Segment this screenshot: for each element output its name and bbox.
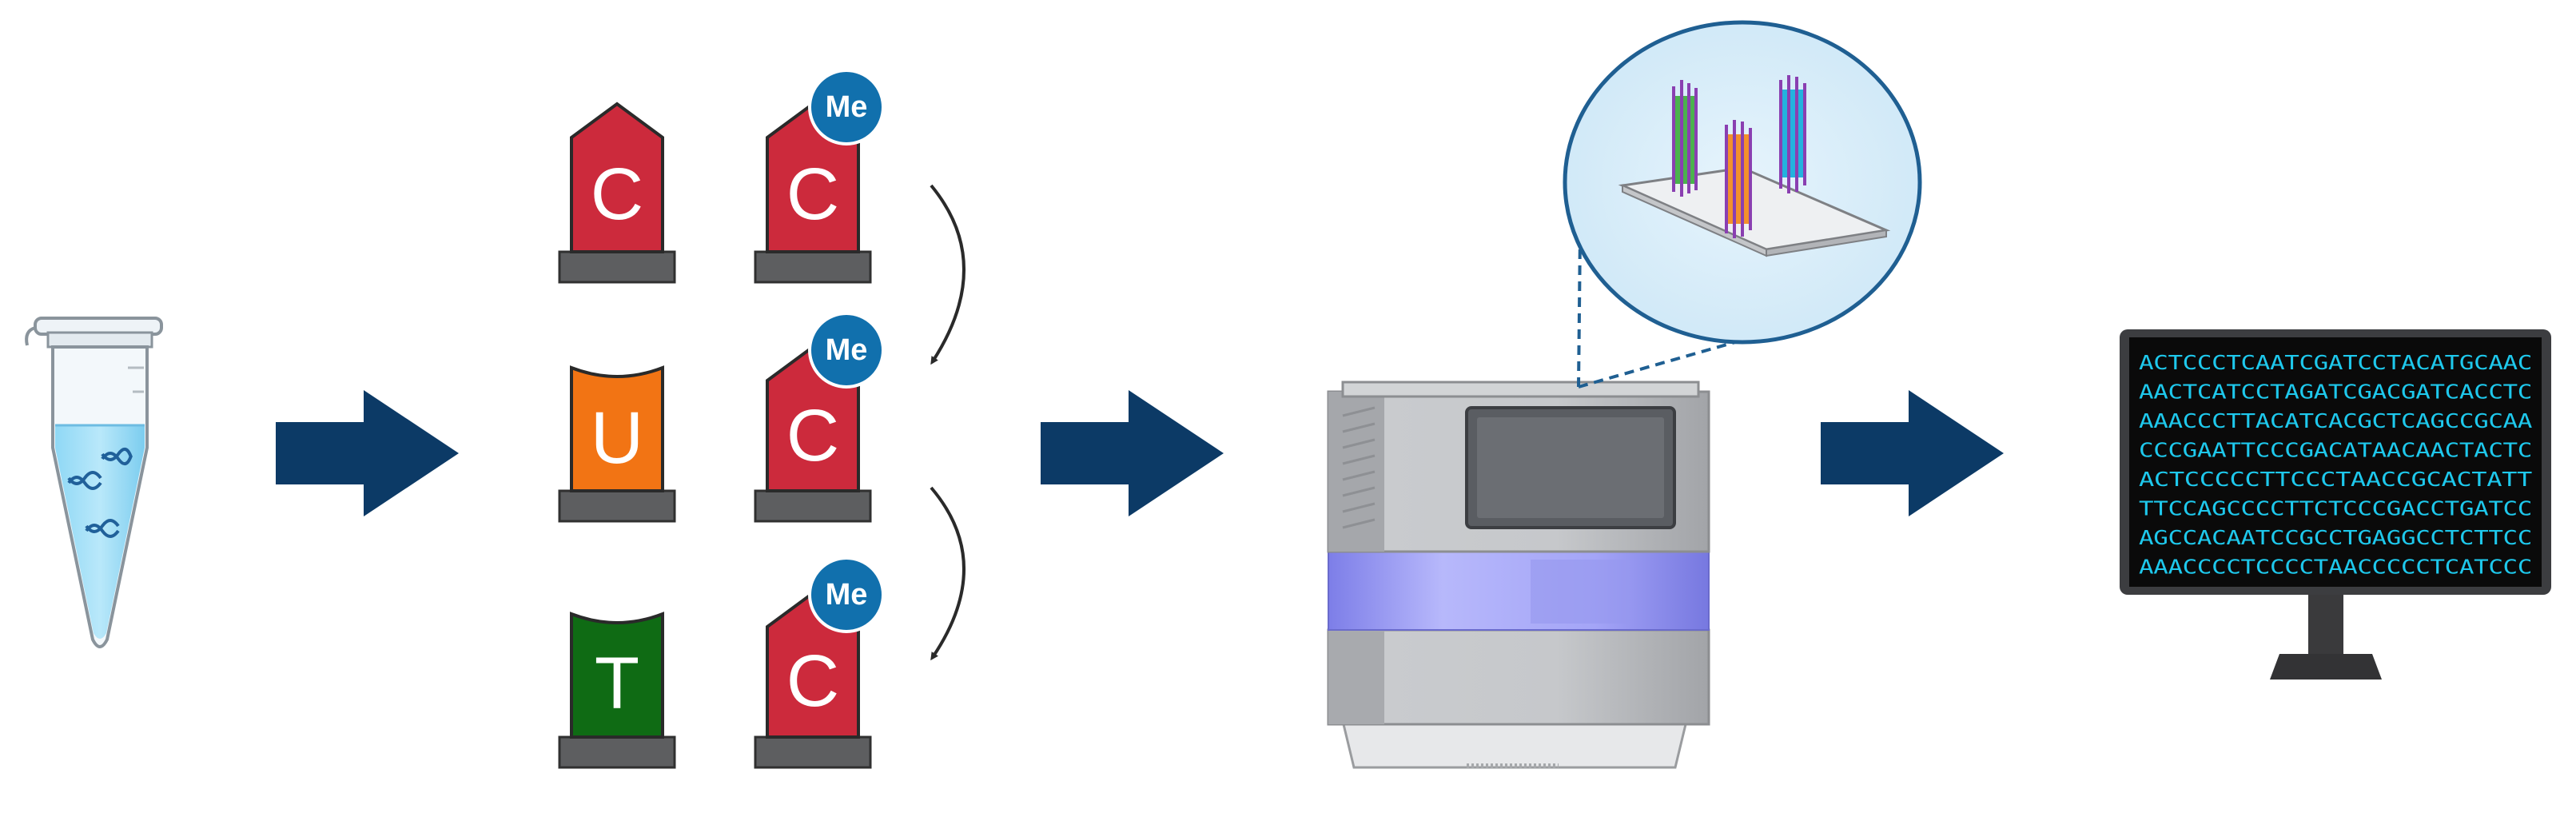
process-arrow-icon [1041,390,1224,516]
dna-cluster-green [1672,80,1698,197]
nucleotide-letter: T [595,643,639,724]
microtube-icon [25,317,163,648]
methyl-group-badge [808,69,885,145]
computer-monitor-icon: ACTCCCTCAATCGATCCTACATGCAAC AACTCATCCTAGA… [2120,329,2551,680]
cytosine-methylated-block: C Me [754,312,885,523]
dna-fragment-icon [67,448,133,538]
nucleotide-letter: C [591,153,643,235]
sequence-line: AAACCCCTCCCCTAACCCCCTCATCCC [2139,556,2532,579]
sequence-line: AACTCATCCTAGATCGACGATCACCTC [2139,381,2532,404]
nucleotide-letter: C [786,640,839,722]
sequence-line: ACTCCCCCTTCCCTAACCGCACTATT [2139,468,2532,491]
sequence-line: AGCCACAATCCGCCTGAGGCCTCTTCC [2139,526,2532,549]
cytosine-methylated-block: C Me [754,69,885,284]
methyl-label: Me [826,90,868,124]
thymine-block: T [558,612,676,769]
sequence-line: TTCCAGCCCCTTCTCCCGACCTGATCC [2139,497,2532,520]
nucleotide-letter: C [786,153,839,235]
nucleotide-letter: C [786,395,839,476]
uracil-block: U [558,365,676,523]
dna-cluster-cyan [1779,75,1806,193]
methyl-label: Me [826,578,868,612]
cytosine-methylated-block: C Me [754,556,885,769]
dna-cluster-orange [1725,120,1752,238]
sequence-line: CCCGAATTCCCGACATAACAACTACTC [2139,439,2532,462]
methyl-group-badge [808,556,885,633]
sequence-readout: ACTCCCTCAATCGATCCTACATGCAAC AACTCATCCTAGA… [2139,351,2533,579]
sequence-line: ACTCCCTCAATCGATCCTACATGCAAC [2139,351,2532,374]
methyl-label: Me [826,333,868,367]
cytosine-unmethylated-block: C [558,102,676,284]
sequence-line: AAACCCTTACATCACGCTCAGCCGCAA [2139,409,2532,432]
process-arrow-icon [1821,390,2004,516]
process-arrow-icon [276,390,459,516]
bisulfite-conversion-curved-arrow-icon [930,486,966,661]
sequencer-icon [1327,381,1710,769]
nucleotide-conversion-panel: C C Me U C Me [558,69,966,769]
methyl-group-badge [808,312,885,389]
bisulfite-conversion-curved-arrow-icon [930,184,966,365]
flow-cell-magnifier-icon [1563,20,1922,389]
nucleotide-letter: U [591,397,643,479]
